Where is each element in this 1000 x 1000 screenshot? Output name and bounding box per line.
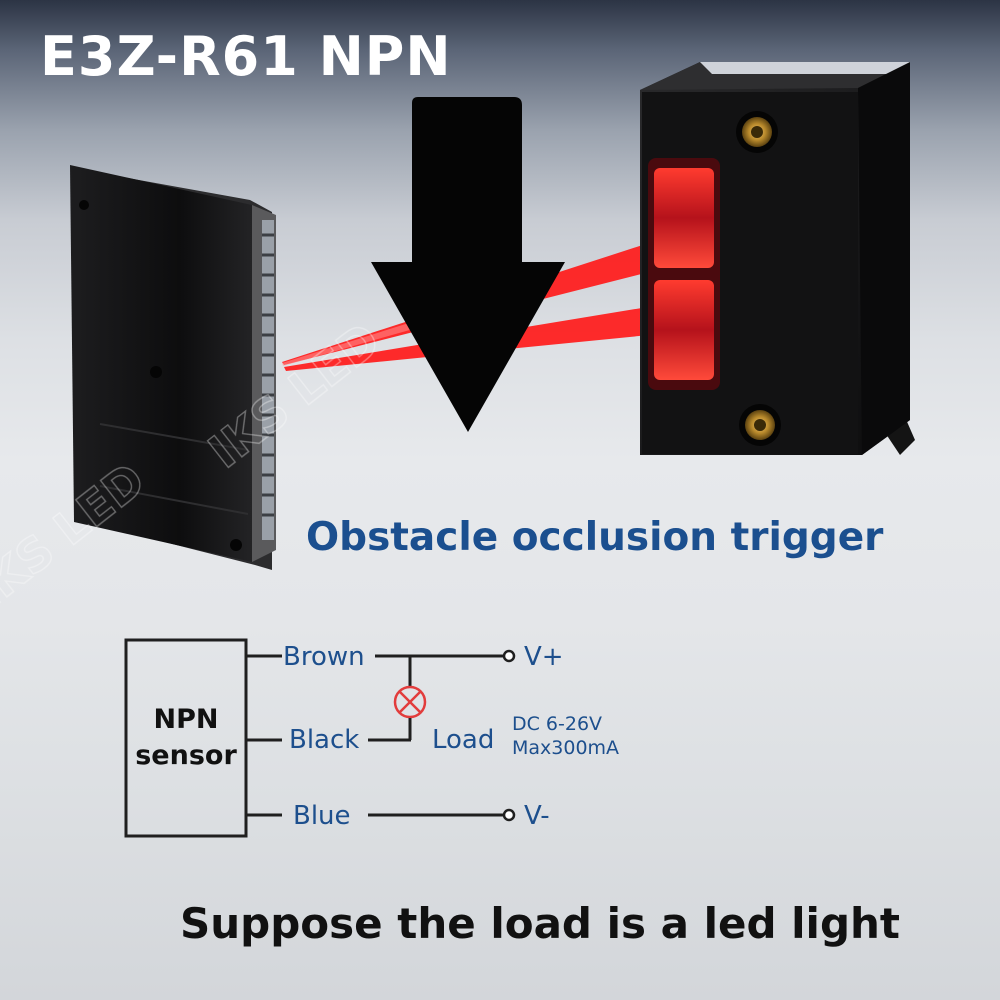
wire-black-label: Black [289,725,359,755]
photoelectric-sensor [640,62,915,455]
lamp-icon [393,685,427,719]
terminal-vminus [502,808,516,822]
load-spec-current: Max300mA [512,737,619,759]
wiring-diagram: NPN sensor Brown V+ Black Load DC 6-26V … [124,638,619,838]
wire-brown-label: Brown [283,642,365,672]
footer-note: Suppose the load is a led light [180,899,900,948]
sensor-label-sensor: sensor [135,740,237,771]
down-arrow-icon [371,97,565,432]
load-label: Load [432,725,494,755]
terminal-vplus-label: V+ [524,642,564,672]
trigger-caption: Obstacle occlusion trigger [306,515,884,560]
wire-blue-label: Blue [293,801,351,831]
product-title: E3Z-R61 NPN [40,25,452,88]
terminal-vplus [502,649,516,663]
terminal-vminus-label: V- [524,801,550,831]
load-spec-voltage: DC 6-26V [512,713,602,735]
sensor-box [124,638,248,838]
reflector-plate [70,165,276,570]
sensor-label-npn: NPN [154,704,219,735]
reflector-prism-edge [262,220,274,540]
